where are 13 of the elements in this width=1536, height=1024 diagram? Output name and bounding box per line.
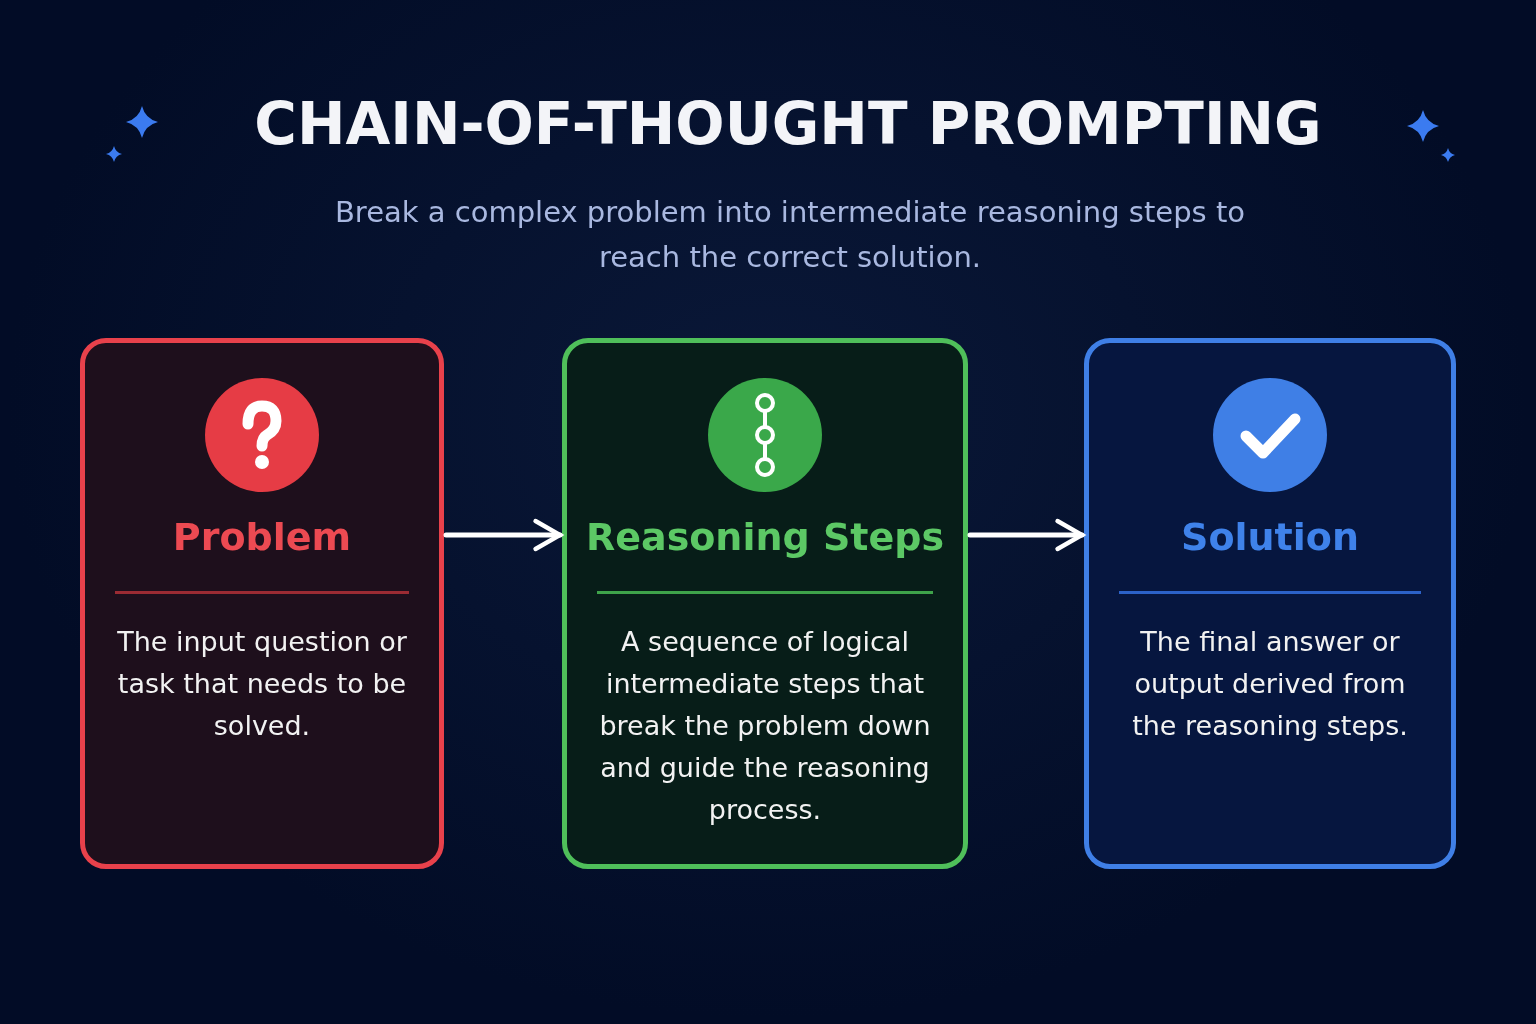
step-card (80, 338, 444, 869)
card-heading: Reasoning Steps (584, 515, 946, 559)
card-heading: Problem (171, 515, 353, 559)
subtitle: Break a complex problem into intermediate reasoning steps to reach the correct solution. (333, 194, 1247, 276)
card-heading: Solution (1180, 515, 1360, 559)
card-description: The final answer or output derived from the reasoning steps. (1131, 625, 1409, 743)
arrow (967, 518, 1085, 552)
card-description: A sequence of logical intermediate steps that break the problem down and guide the reasoning process. (598, 625, 932, 827)
arrow (443, 518, 563, 552)
step-card (1084, 338, 1456, 869)
step-card (562, 338, 968, 869)
title: CHAIN-OF-THOUGHT PROMPTING (253, 90, 1323, 158)
card-description: The input question or task that needs to be solved. (116, 625, 408, 743)
